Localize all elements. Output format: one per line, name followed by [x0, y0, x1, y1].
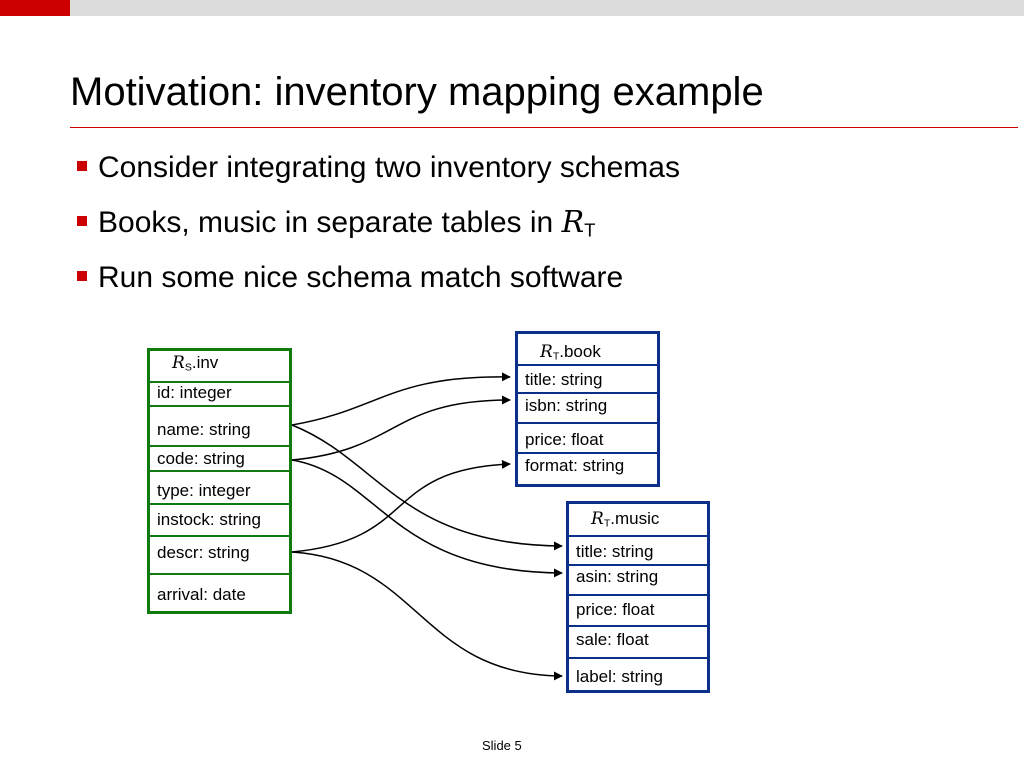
mapping-arrow-code-to-book-isbn	[291, 395, 511, 461]
title-divider	[70, 127, 1018, 128]
field-row-isbn: isbn: string	[518, 394, 657, 424]
relation-subscript: S	[184, 361, 192, 374]
table-header: RT.book	[518, 334, 657, 366]
bullet-square-icon	[77, 271, 87, 281]
relation-symbol: R	[172, 353, 185, 373]
table-name: .inv	[191, 353, 219, 372]
field-row-title: title: string	[569, 537, 707, 566]
source-table-inv: RS.inv id: integer name: string code: st…	[147, 348, 292, 614]
target-table-book: RT.book title: string isbn: string price…	[515, 331, 660, 487]
table-header: RS.inv	[150, 353, 289, 383]
mapping-arrow-descr-to-music-label	[291, 551, 563, 681]
relation-subscript: T	[552, 350, 560, 363]
relation-subscript: T	[584, 219, 596, 241]
mapping-arrow-name-to-music-title	[291, 424, 563, 551]
field-row-type: type: integer	[150, 472, 289, 505]
mapping-arrow-descr-to-book-format	[291, 459, 511, 553]
table-name: .music	[610, 509, 660, 528]
bullet-item: Consider integrating two inventory schem…	[74, 143, 680, 198]
relation-symbol: R	[591, 509, 604, 529]
top-accent-bar	[0, 0, 70, 16]
field-row-title: title: string	[518, 366, 657, 394]
bullet-square-icon	[77, 161, 87, 171]
field-row-sale: sale: float	[569, 627, 707, 659]
top-grey-bar	[70, 0, 1024, 16]
relation-subscript: T	[603, 517, 611, 530]
relation-symbol: R	[540, 342, 553, 362]
mapping-arrow-name-to-book-title	[291, 372, 511, 426]
slide-number: Slide 5	[482, 738, 522, 753]
field-row-id: id: integer	[150, 383, 289, 407]
field-row-asin: asin: string	[569, 566, 707, 596]
bullet-text: Run some nice schema match software	[98, 261, 624, 294]
field-row-format: format: string	[525, 456, 625, 475]
field-row-price: price: float	[518, 424, 657, 454]
target-table-music: RT.music title: string asin: string pric…	[566, 501, 710, 693]
field-row-code: code: string	[150, 447, 289, 472]
field-row-name: name: string	[150, 407, 289, 447]
bullet-text: Consider integrating two inventory schem…	[98, 151, 680, 184]
table-header: RT.music	[569, 504, 707, 537]
field-row-descr: descr: string	[150, 537, 289, 575]
bullet-item: Run some nice schema match software	[74, 253, 680, 308]
slide-title: Motivation: inventory mapping example	[70, 70, 764, 114]
field-row-label: label: string	[576, 667, 663, 686]
bullet-square-icon	[77, 216, 87, 226]
bullet-list: Consider integrating two inventory schem…	[74, 143, 680, 308]
mapping-arrow-code-to-music-asin	[291, 459, 563, 578]
relation-symbol: R	[561, 205, 585, 240]
table-name: .book	[559, 342, 601, 361]
bullet-item: Books, music in separate tables in RT	[74, 198, 680, 253]
field-row-instock: instock: string	[150, 505, 289, 537]
field-row-arrival: arrival: date	[157, 585, 246, 604]
field-row-price: price: float	[569, 596, 707, 627]
bullet-text: Books, music in separate tables in	[98, 206, 562, 239]
